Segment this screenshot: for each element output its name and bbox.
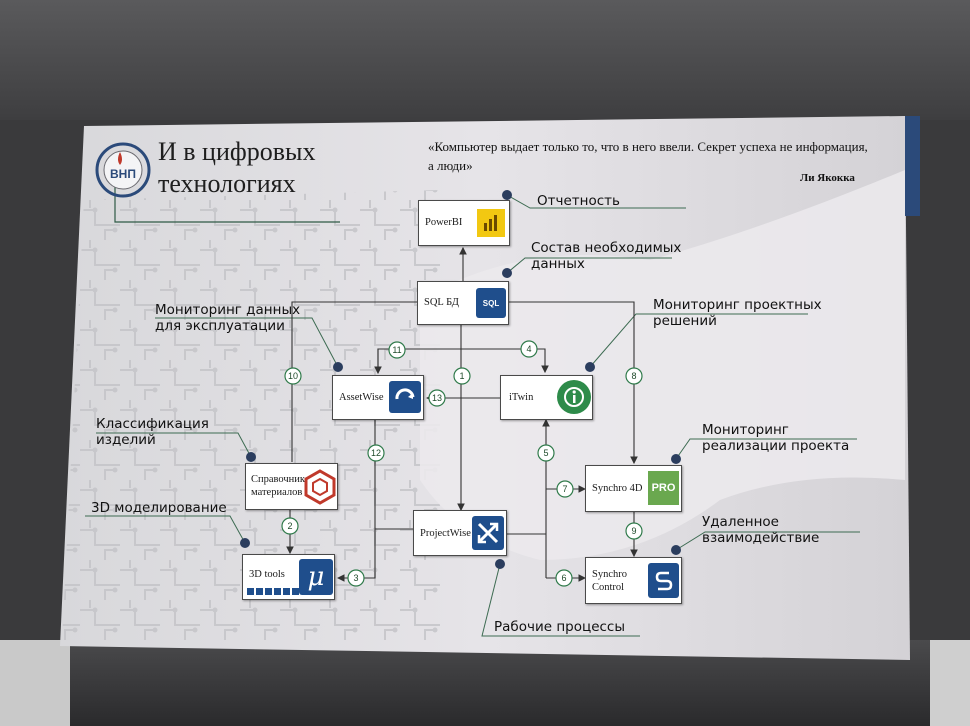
callout-monitoring-design: Мониторинг проектных решений xyxy=(653,297,822,329)
svg-text:13: 13 xyxy=(432,393,442,403)
room-wall-top xyxy=(0,0,970,120)
node-itwin-label: iTwin xyxy=(509,392,534,403)
company-logo: ВНП xyxy=(95,142,151,198)
svg-text:6: 6 xyxy=(561,573,566,583)
callout-workflows: Рабочие процессы xyxy=(494,619,625,635)
room-side-right xyxy=(930,640,970,726)
node-powerbi-label: PowerBI xyxy=(425,217,463,228)
title-line-1: И в цифровых xyxy=(158,137,316,166)
callout-dots xyxy=(240,190,681,569)
callout-data-composition: Состав необходимых данных xyxy=(531,240,682,272)
svg-text:4: 4 xyxy=(526,344,531,354)
step-badge-3: 3 xyxy=(347,569,365,587)
powerbi-icon xyxy=(477,209,505,237)
node-3d-tools-label: 3D tools xyxy=(249,569,285,580)
node-materials-handbook: Справочник материалов xyxy=(245,463,338,510)
node-sql-db-label: SQL БД xyxy=(424,297,459,308)
callout-3d-modeling: 3D моделирование xyxy=(91,500,227,516)
svg-text:5: 5 xyxy=(543,448,548,458)
callout-classification: Классификация изделий xyxy=(96,416,209,448)
handshake-silhouette xyxy=(420,170,905,560)
callout-monitoring-implementation: Мониторинг реализации проекта xyxy=(702,422,850,454)
callout-reporting: Отчетность xyxy=(537,193,620,209)
step-badge-12: 12 xyxy=(367,444,385,462)
quote-author: Ли Якокка xyxy=(800,172,855,184)
slide-title: И в цифровых технологиях xyxy=(158,136,315,200)
step-badge-1: 1 xyxy=(453,367,471,385)
step-badge-11: 11 xyxy=(388,341,406,359)
step-badge-6: 6 xyxy=(555,569,573,587)
title-underline xyxy=(114,175,340,223)
svg-text:12: 12 xyxy=(371,448,381,458)
3d-tools-mini-icons xyxy=(247,588,299,596)
node-itwin: iTwin xyxy=(500,375,593,420)
step-badge-8: 8 xyxy=(625,367,643,385)
node-projectwise: ProjectWise xyxy=(413,510,507,556)
room-side-left xyxy=(0,640,70,726)
svg-text:1: 1 xyxy=(459,371,464,381)
step-badge-9: 9 xyxy=(625,522,643,540)
node-assetwise-label: AssetWise xyxy=(339,392,384,403)
callout-remote-interaction: Удаленное взаимодействие xyxy=(702,514,820,546)
node-synchro-4d: Synchro 4D PRO xyxy=(585,465,682,512)
step-badges: 1 2 3 4 5 6 7 8 9 10 11 12 13 xyxy=(281,340,643,587)
node-powerbi: PowerBI xyxy=(418,200,510,246)
svg-text:8: 8 xyxy=(631,371,636,381)
step-badge-2: 2 xyxy=(281,517,299,535)
synchro-control-icon xyxy=(648,563,679,598)
node-synchro-control: Synchro Control xyxy=(585,557,682,604)
node-projectwise-label: ProjectWise xyxy=(420,528,471,539)
slide-accent-strip xyxy=(905,116,920,216)
step-badge-13: 13 xyxy=(428,389,446,407)
step-badge-7: 7 xyxy=(556,480,574,498)
node-sql-db: SQL БД SQL xyxy=(417,281,509,325)
node-synchro-4d-label: Synchro 4D xyxy=(592,483,643,494)
node-assetwise: AssetWise xyxy=(332,375,424,420)
node-synchro-control-label-1: Synchro xyxy=(592,569,627,580)
title-line-2: технологиях xyxy=(158,169,296,198)
projectwise-icon xyxy=(472,516,504,550)
svg-text:3: 3 xyxy=(353,573,358,583)
svg-text:ВНП: ВНП xyxy=(110,167,136,181)
svg-text:11: 11 xyxy=(392,345,401,355)
node-synchro-control-label-2: Control xyxy=(592,582,625,593)
synchro-pro-icon: PRO xyxy=(648,471,679,505)
quote-text: «Компьютер выдает только то, что в него … xyxy=(428,139,868,173)
svg-text:7: 7 xyxy=(562,484,567,494)
callout-monitoring-operations: Мониторинг данных для эксплуатации xyxy=(155,302,301,334)
step-badge-5: 5 xyxy=(537,444,555,462)
svg-text:9: 9 xyxy=(631,526,636,536)
database-icon: SQL xyxy=(476,288,506,318)
svg-text:2: 2 xyxy=(287,521,292,531)
step-badge-10: 10 xyxy=(284,367,302,385)
node-handbook-label-1: Справочник xyxy=(251,474,306,485)
itwin-icon xyxy=(557,380,591,414)
handbook-icon xyxy=(304,469,336,505)
step-badge-4: 4 xyxy=(520,340,538,358)
node-handbook-label-2: материалов xyxy=(251,487,303,498)
node-3d-tools: 3D tools μ xyxy=(242,554,335,600)
assetwise-icon xyxy=(389,381,421,413)
microstation-icon: μ xyxy=(299,559,333,595)
svg-text:10: 10 xyxy=(288,371,298,381)
callout-leaders xyxy=(85,194,860,637)
